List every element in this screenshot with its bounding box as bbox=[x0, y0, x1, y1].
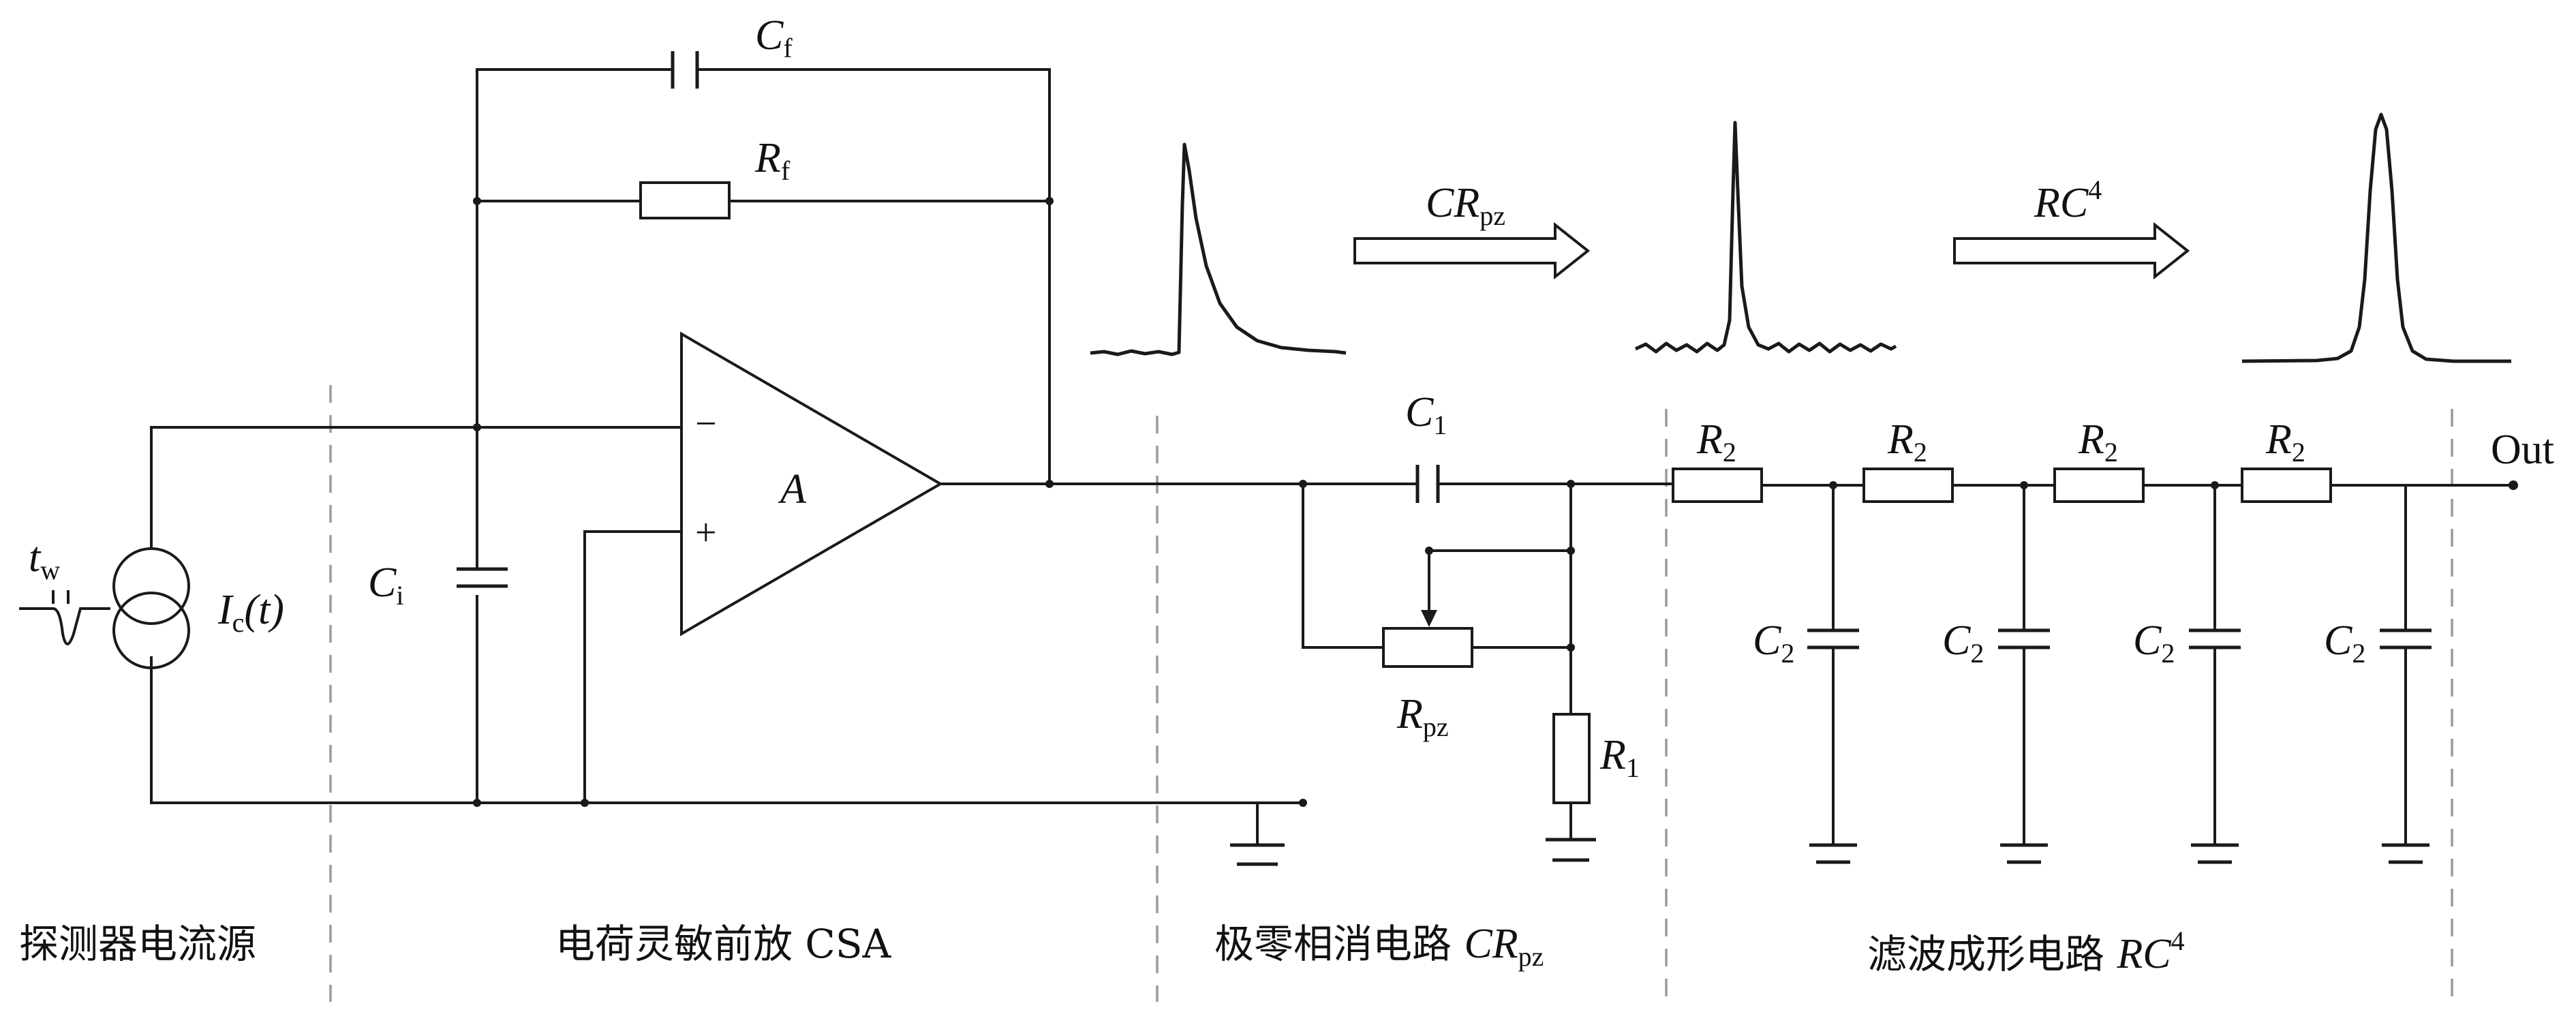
hollow-right-arrow-icon bbox=[1953, 221, 2190, 280]
label-tw: tw bbox=[29, 534, 60, 585]
caption-pz: 极零相消电路 CRpz bbox=[1214, 921, 1544, 972]
pz-network: C1 Rpz R1 bbox=[1299, 389, 1674, 862]
resistor-rf bbox=[639, 181, 731, 219]
current-source: tw Ic(t) bbox=[19, 426, 284, 804]
waveform-pz-output bbox=[1634, 121, 1897, 354]
hollow-right-arrow-icon bbox=[1353, 221, 1591, 280]
label-r2-3: R2 bbox=[2078, 416, 2118, 468]
label-rpz: Rpz bbox=[1396, 691, 1449, 742]
dual-circle-current-source-icon bbox=[112, 547, 190, 625]
label-ic: Ic(t) bbox=[217, 587, 284, 638]
opamp-plus: + bbox=[695, 512, 717, 554]
label-c2-3: C2 bbox=[2133, 617, 2175, 669]
label-c2-2: C2 bbox=[1942, 617, 1984, 669]
waveforms bbox=[1090, 112, 2511, 363]
opamp-label: A bbox=[778, 466, 807, 512]
resistor-r2-4 bbox=[2241, 468, 2332, 503]
ground-icon bbox=[1546, 838, 1596, 862]
caption-shaper: 滤波成形电路 RC4 bbox=[1867, 925, 2185, 977]
label-cf: Cf bbox=[755, 12, 793, 63]
section-separators bbox=[329, 385, 2453, 1002]
csa-wiring: − + A Cf Rf Ci bbox=[150, 12, 1307, 866]
label-r2-1: R2 bbox=[1696, 416, 1736, 468]
label-c2-1: C2 bbox=[1753, 617, 1794, 669]
rc4-network: R2 R2 R2 R2 C2 C2 C2 C2 Out bbox=[1672, 416, 2554, 864]
label-r2-2: R2 bbox=[1887, 416, 1927, 468]
opamp-minus: − bbox=[695, 403, 717, 445]
resistor-r2-1 bbox=[1672, 468, 1763, 503]
label-c1: C1 bbox=[1405, 389, 1447, 440]
caption-source: 探测器电流源 bbox=[19, 921, 256, 967]
input-pulse-icon bbox=[19, 607, 110, 645]
resistor-r1 bbox=[1552, 713, 1591, 804]
ground-icon bbox=[1230, 801, 1285, 866]
label-arrow-rc4: RC4 bbox=[2034, 174, 2102, 226]
label-c2-4: C2 bbox=[2324, 617, 2365, 669]
label-rf: Rf bbox=[754, 135, 791, 186]
caption-csa: 电荷灵敏前放 CSA bbox=[555, 921, 892, 967]
resistor-rpz bbox=[1382, 627, 1473, 668]
label-arrow-crpz: CRpz bbox=[1426, 180, 1505, 231]
label-r1: R1 bbox=[1599, 732, 1640, 783]
label-ci: Ci bbox=[368, 560, 403, 611]
triangle-opamp-icon bbox=[680, 331, 943, 637]
label-out: Out bbox=[2491, 427, 2554, 473]
label-r2-4: R2 bbox=[2265, 416, 2305, 468]
waveform-rc4-output bbox=[2241, 112, 2511, 363]
resistor-r2-2 bbox=[1862, 468, 1954, 503]
resistor-r2-3 bbox=[2053, 468, 2145, 503]
waveform-csa-output bbox=[1090, 142, 1347, 356]
